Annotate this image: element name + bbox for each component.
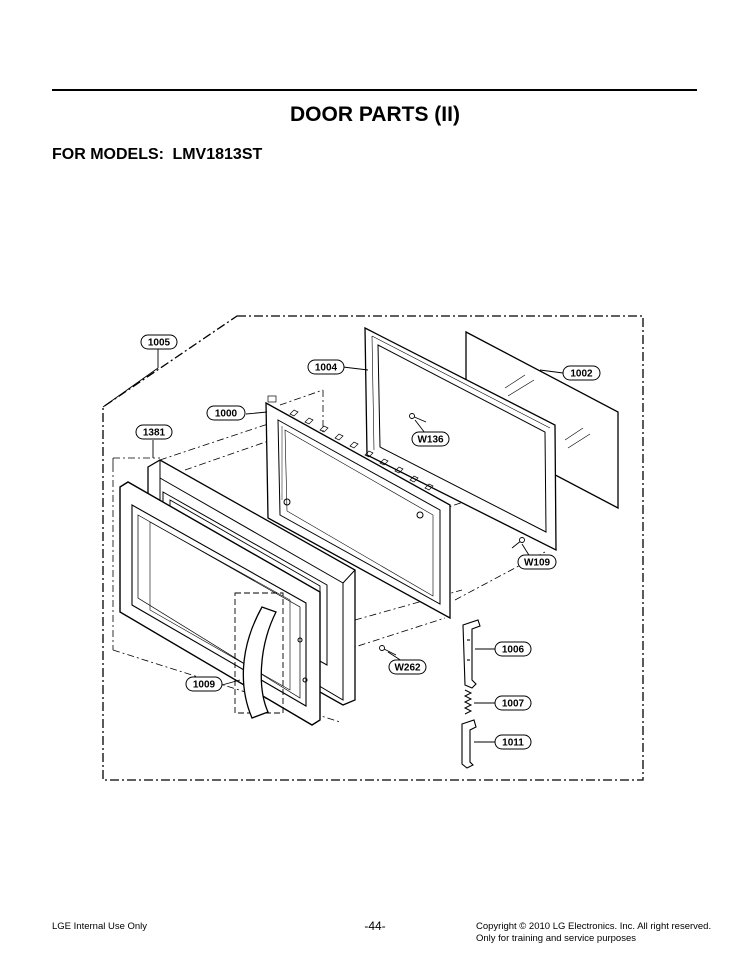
screw-w262 [379, 645, 397, 656]
models-label: FOR MODELS: [52, 146, 164, 163]
footer-internal-use: LGE Internal Use Only [52, 921, 148, 932]
screw-w136 [409, 413, 427, 423]
callout-1007: 1007 [494, 695, 532, 711]
callout-1004: 1004 [307, 359, 345, 375]
callout-w136: W136 [411, 431, 450, 447]
svg-text:1011: 1011 [502, 738, 524, 749]
svg-text:1006: 1006 [502, 645, 525, 656]
part-1011-latch [461, 719, 477, 769]
copyright-line-1: Copyright © 2010 LG Electronics. Inc. Al… [476, 921, 712, 932]
exploded-door-diagram: 1005 1004 1002 1000 1381 W136 W109 1006 … [102, 315, 644, 781]
svg-text:1005: 1005 [148, 338, 171, 349]
page-number: -44- [364, 919, 386, 933]
models-heading: FOR MODELS: LMV1813ST [52, 146, 262, 164]
svg-text:W136: W136 [417, 435, 444, 446]
callout-w109: W109 [517, 554, 557, 570]
svg-text:1007: 1007 [502, 699, 525, 710]
svg-text:1004: 1004 [315, 363, 338, 374]
callout-1000: 1000 [206, 405, 246, 421]
screw-w109 [511, 537, 525, 549]
svg-text:1000: 1000 [215, 409, 238, 420]
header-rule [52, 89, 697, 91]
page-title: DOOR PARTS (II) [290, 103, 460, 126]
leader-lines [102, 349, 564, 743]
svg-text:W262: W262 [394, 663, 421, 674]
callout-1006: 1006 [494, 641, 532, 657]
assembly-boundary [102, 315, 644, 781]
svg-text:1009: 1009 [193, 680, 216, 691]
svg-text:1381: 1381 [143, 428, 166, 439]
part-1006-latch [462, 619, 481, 689]
model-name: LMV1813ST [172, 146, 263, 163]
copyright-line-2: Only for training and service purposes [476, 933, 636, 944]
callout-w262: W262 [388, 659, 427, 675]
part-1000-inner-frame [265, 395, 451, 620]
part-1004-rear-frame [364, 326, 557, 552]
svg-text:W109: W109 [524, 558, 551, 569]
callout-1005: 1005 [140, 334, 178, 350]
svg-text:1002: 1002 [570, 369, 593, 380]
part-front-door-panel [119, 481, 321, 726]
footer-copyright: Copyright © 2010 LG Electronics. Inc. Al… [476, 921, 711, 945]
callout-1381: 1381 [135, 424, 173, 440]
callout-1011: 1011 [494, 734, 532, 750]
part-1009-handle [234, 592, 284, 719]
callout-1002: 1002 [562, 365, 601, 381]
part-1007-spring [463, 689, 473, 715]
callout-1009: 1009 [185, 676, 223, 692]
